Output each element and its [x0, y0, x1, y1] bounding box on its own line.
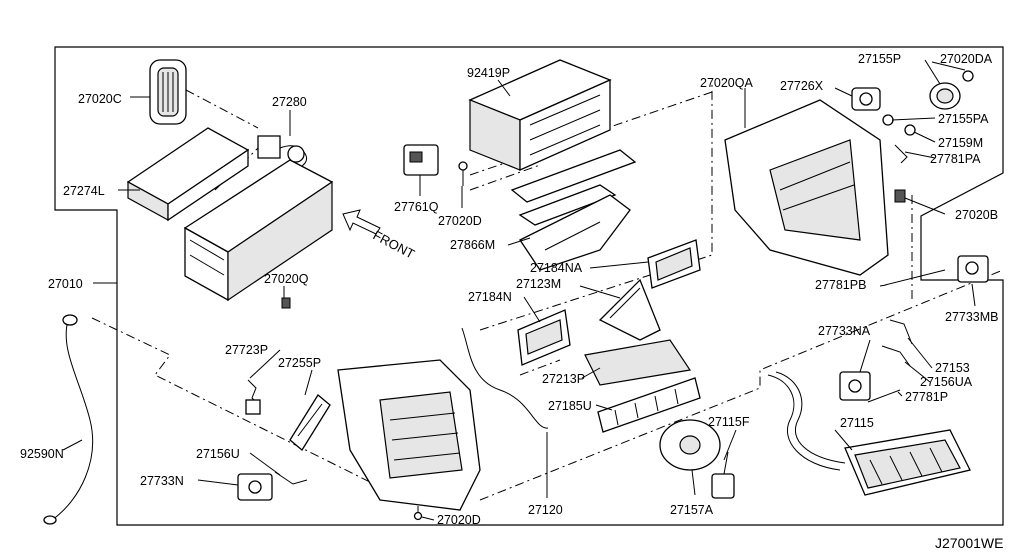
label-27020d-top: 27020D	[438, 214, 482, 228]
rod-27781p-drawing	[867, 389, 901, 403]
label-27020q: 27020Q	[264, 272, 309, 286]
clip-27020q-drawing	[281, 297, 291, 309]
actuator-27733n-drawing	[237, 473, 273, 501]
label-27274l: 27274L	[63, 184, 105, 198]
rod-27781pb-drawing	[884, 269, 946, 286]
leader-lines	[62, 59, 976, 521]
bracket-27723p-drawing	[245, 379, 261, 415]
bracket-27866m-drawing	[519, 194, 631, 271]
label-27020c: 27020C	[78, 92, 122, 106]
lever-27156ua-drawing	[881, 345, 911, 367]
actuator-27155p-drawing	[929, 82, 961, 110]
label-27213p: 27213P	[542, 372, 585, 386]
front-arrow	[342, 209, 381, 235]
label-92419p: 92419P	[467, 66, 510, 80]
actuator-27733na-drawing	[839, 371, 871, 401]
sensor-27115f-drawing	[711, 451, 735, 499]
screw-27020d-bottom-drawing	[413, 506, 423, 521]
screw-27020da-drawing	[962, 70, 974, 82]
door-27184na-drawing	[647, 239, 701, 289]
gasket-27020c-drawing	[149, 59, 187, 125]
label-27781pb: 27781PB	[815, 278, 866, 292]
assembly-frame	[54, 46, 1004, 526]
label-27157a: 27157A	[670, 503, 714, 517]
label-27159m: 27159M	[938, 136, 983, 150]
hose-92590n-drawing	[51, 319, 94, 521]
resistor-27761q-drawing	[403, 144, 439, 176]
motor-27157a-drawing	[659, 419, 721, 471]
upper-case-drawing	[724, 99, 889, 276]
front-label: FRONT	[371, 227, 418, 261]
label-27733mb: 27733MB	[945, 310, 999, 324]
lever-27156u-drawing	[274, 471, 308, 485]
lever-27153-drawing	[889, 319, 913, 345]
label-27155p: 27155P	[858, 52, 901, 66]
clip-27159m-drawing	[904, 124, 916, 136]
clip-27155pa-drawing	[882, 114, 894, 126]
label-27020b: 27020B	[955, 208, 998, 222]
wire-27120-drawing	[461, 327, 549, 429]
evaporator-27280-drawing	[183, 135, 334, 302]
door-27184n-drawing	[517, 309, 571, 366]
label-27184n: 27184N	[468, 290, 512, 304]
label-27123m: 27123M	[516, 277, 561, 291]
label-27280: 27280	[272, 95, 307, 109]
label-92590n: 92590N	[20, 447, 64, 461]
label-27156ua: 27156UA	[920, 375, 973, 389]
actuator-27733mb-drawing	[957, 255, 989, 283]
heater-core-27115-drawing	[767, 371, 971, 496]
label-27155pa: 27155PA	[938, 112, 989, 126]
label-27020d-bottom: 27020D	[437, 513, 481, 527]
label-27184na: 27184NA	[530, 261, 583, 275]
label-27020da: 27020DA	[940, 52, 993, 66]
label-27255p: 27255P	[278, 356, 321, 370]
grille-27255p-drawing	[289, 394, 331, 451]
label-27781pa: 27781PA	[930, 152, 981, 166]
label-27115f: 27115F	[708, 415, 750, 429]
screw-27020d-top-drawing	[458, 161, 468, 186]
hose-92590n-cap	[62, 314, 78, 326]
link-plates-drawing	[510, 149, 637, 226]
lower-case-drawing	[337, 359, 481, 511]
label-27120: 27120	[528, 503, 563, 517]
label-27115: 27115	[840, 416, 874, 430]
label-27781p: 27781P	[905, 390, 948, 404]
label-27723p: 27723P	[225, 343, 268, 357]
rod-27781pa-drawing	[894, 144, 908, 164]
plate-27213p-drawing	[584, 339, 692, 386]
label-27733na: 27733NA	[818, 324, 871, 338]
label-27020qa: 27020QA	[700, 76, 753, 90]
hose-92590n-end	[43, 515, 57, 525]
label-27156u: 27156U	[196, 447, 240, 461]
duct-92419p-drawing	[468, 59, 612, 172]
filter-27274l-drawing	[126, 127, 250, 222]
label-27866m: 27866M	[450, 238, 495, 252]
label-27153: 27153	[935, 361, 970, 375]
label-27010: 27010	[48, 277, 83, 291]
label-27733n: 27733N	[140, 474, 184, 488]
diagram-code: J27001WE	[935, 535, 1003, 551]
label-27726x: 27726X	[780, 79, 824, 93]
linkage-27123m-drawing	[598, 278, 661, 341]
grille-27185u-drawing	[597, 377, 701, 433]
clip-27020b-drawing	[894, 189, 906, 203]
label-27185u: 27185U	[548, 399, 592, 413]
label-27761q: 27761Q	[394, 200, 439, 214]
motor-27726x-drawing	[851, 87, 881, 111]
